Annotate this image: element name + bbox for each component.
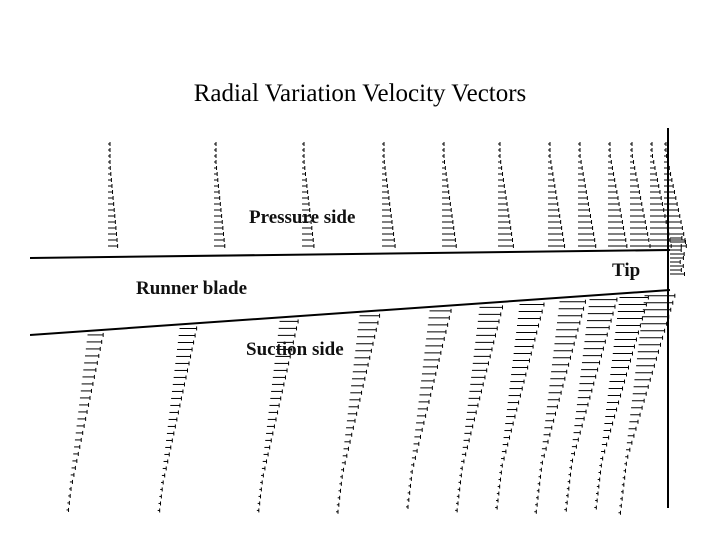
pressure-side-label: Pressure side [249,207,355,228]
suction-side-label: Suction side [246,339,344,360]
blade-lower-edge [30,290,670,335]
slide-title: Radial Variation Velocity Vectors [0,80,720,108]
velocity-vector-figure: Pressure side Runner blade Tip Suction s… [30,128,690,533]
runner-blade-label: Runner blade [136,278,247,299]
velocity-vector-plot: Pressure side Runner blade Tip Suction s… [30,128,690,533]
blade-upper-edge [30,250,670,258]
tip-label: Tip [612,260,640,281]
vector-field [67,142,687,515]
